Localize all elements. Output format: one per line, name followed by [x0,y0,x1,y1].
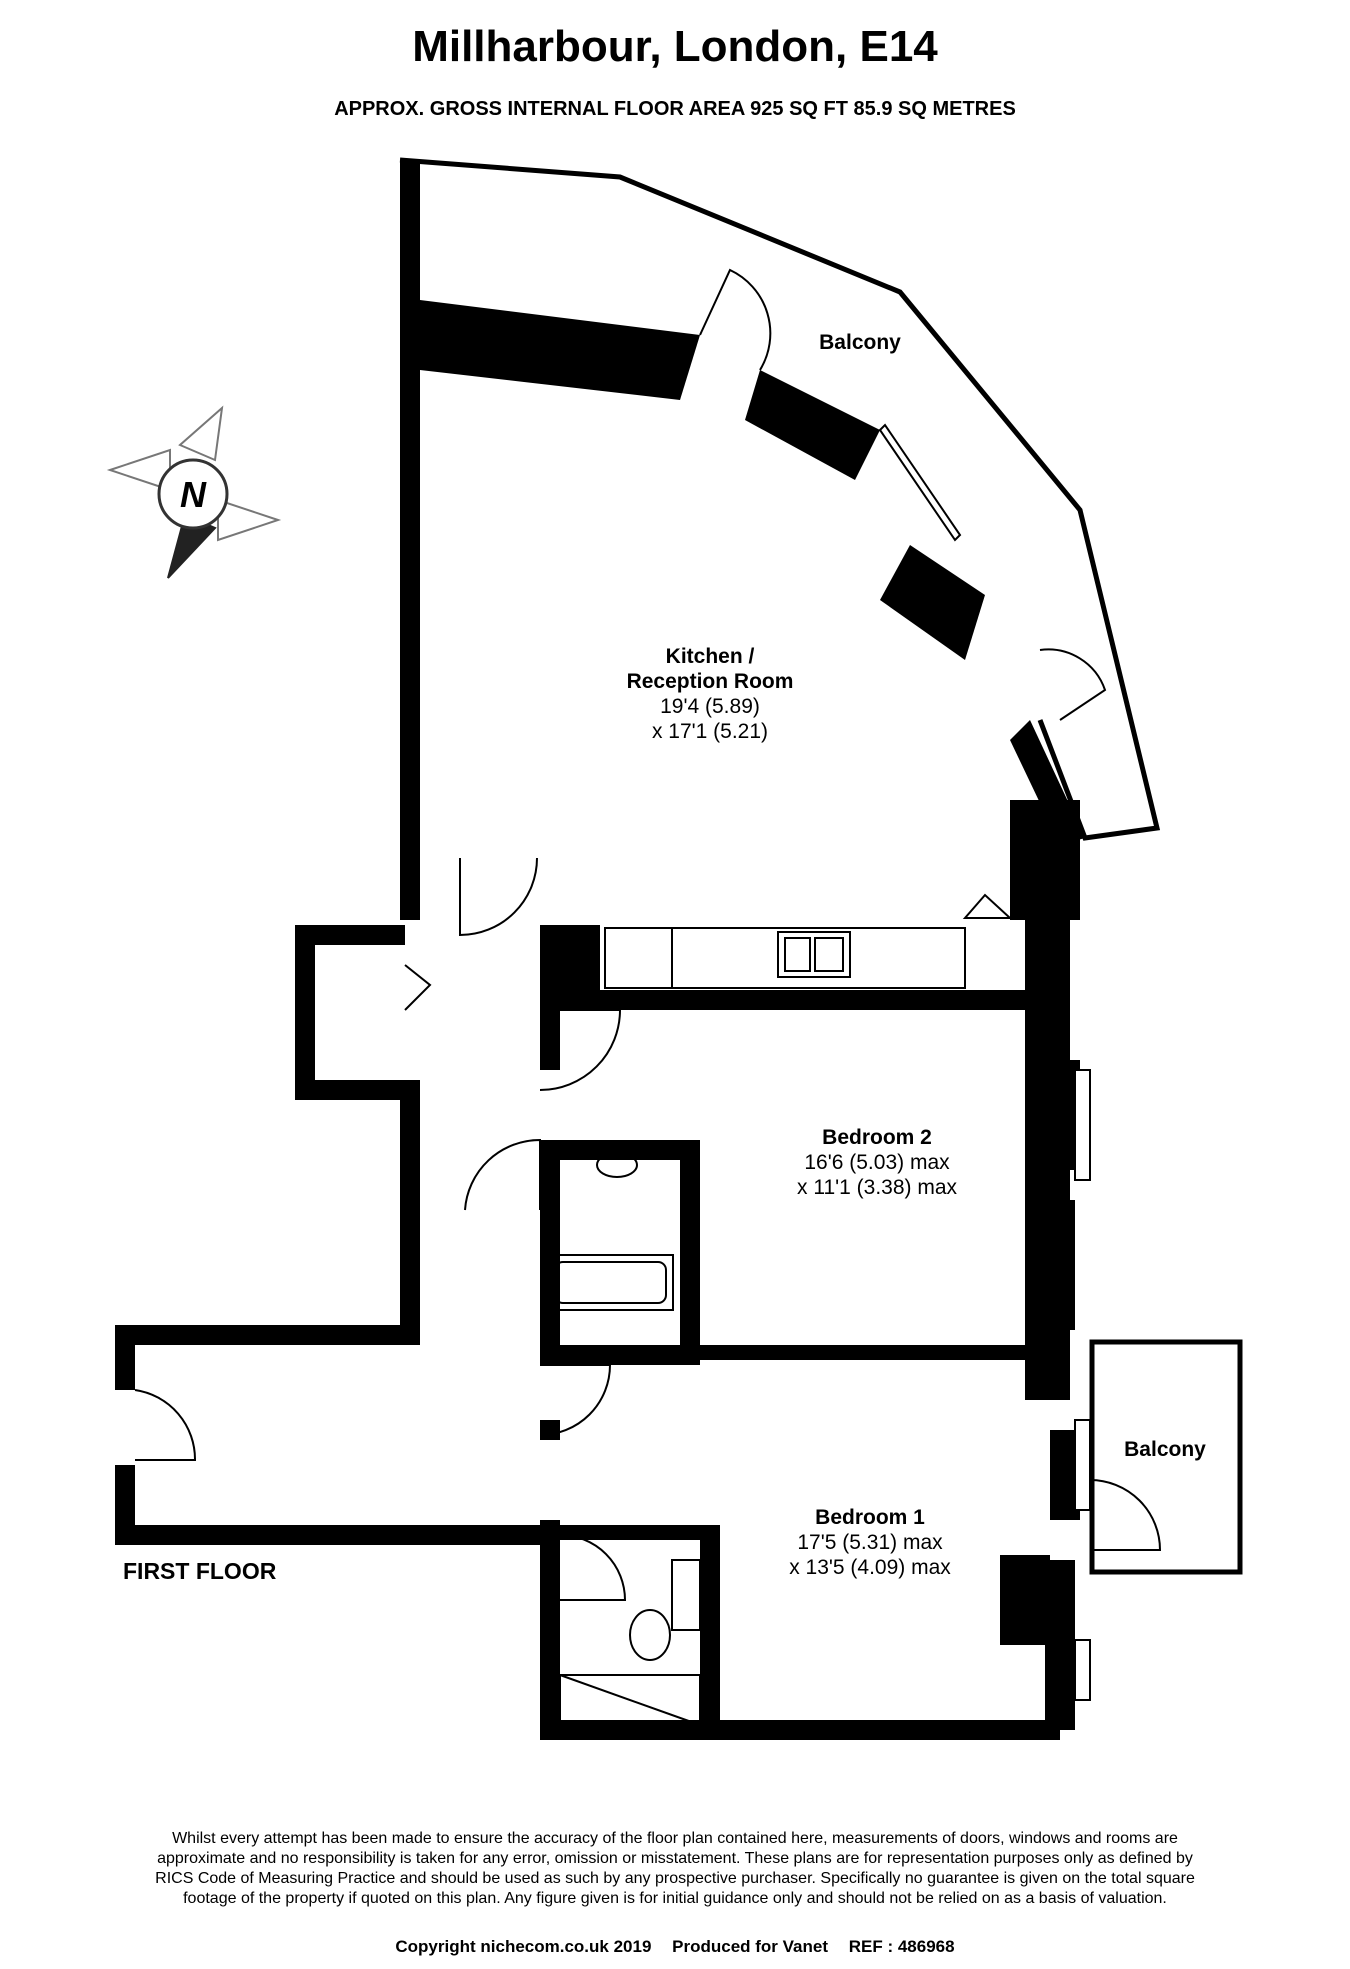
disclaimer-text: Whilst every attempt has been made to en… [155,1830,1195,1907]
page-title: Millharbour, London, E14 [412,22,938,71]
door-swings [134,268,1162,1601]
footer-ref: REF : 486968 [848,1937,955,1956]
balcony-side-label: Balcony [1124,1438,1206,1461]
compass-letter: N [180,474,207,515]
bedroom2-label: Bedroom 2 16'6 (5.03) max x 11'1 (3.38) … [796,1126,958,1199]
kitchen-counter [604,927,966,989]
windows [878,423,1091,1701]
compass-icon: N [106,405,282,579]
balcony-top-label: Balcony [819,331,901,354]
floor-label: FIRST FLOOR [123,1558,277,1584]
footer-copyright: Copyright nichecom.co.uk 2019 [395,1937,652,1956]
floor-area-subtitle: APPROX. GROSS INTERNAL FLOOR AREA 925 SQ… [334,98,1016,120]
footer: Copyright nichecom.co.uk 2019 Produced f… [0,1937,1350,1957]
balcony-side-outline [1089,1339,1243,1575]
kitchen-label: Kitchen / Reception Room 19'4 (5.89) x 1… [626,645,794,743]
exterior-walls [115,160,1085,1740]
footer-produced: Produced for Vanet [672,1937,829,1956]
bedroom1-label: Bedroom 1 17'5 (5.31) max x 13'5 (4.09) … [789,1506,951,1579]
bathroom-fixtures [547,1152,701,1726]
